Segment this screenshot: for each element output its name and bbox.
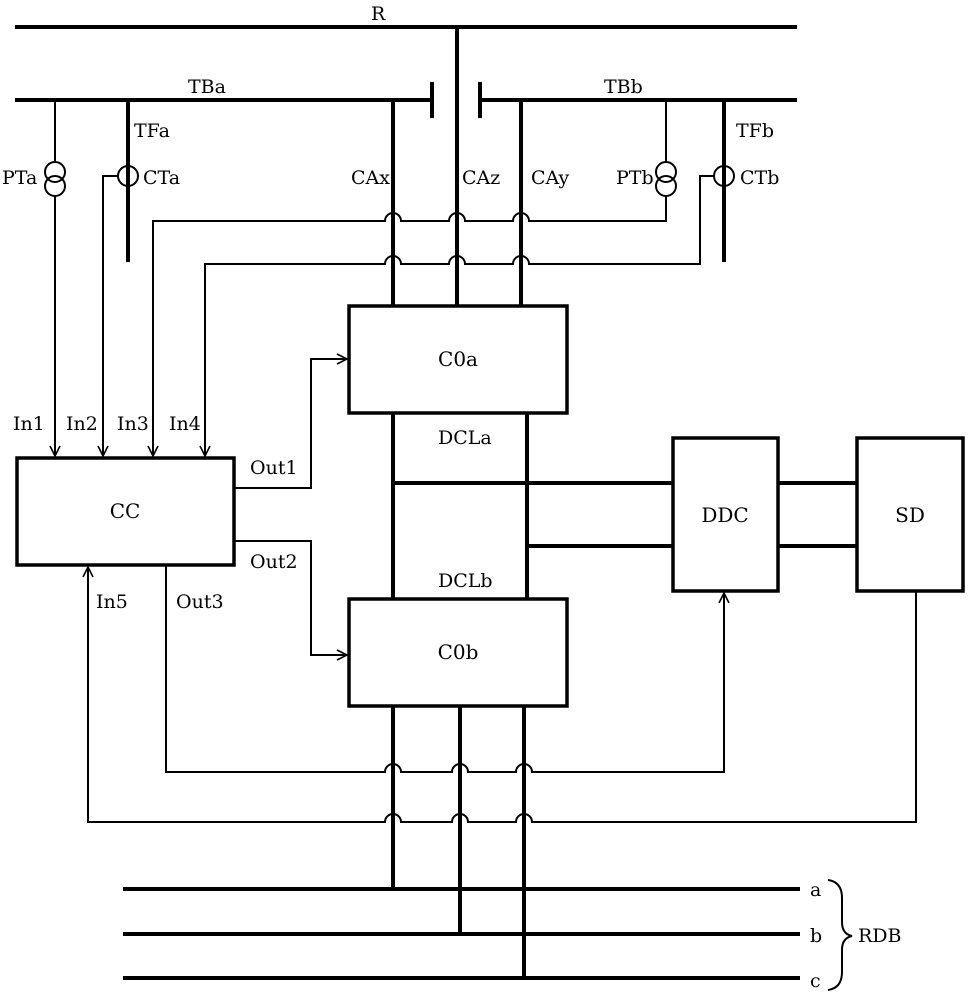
ctb-label: CTb bbox=[740, 167, 779, 189]
in1-label: In1 bbox=[13, 413, 45, 435]
out1-label: Out1 bbox=[250, 457, 298, 479]
ptb-coil-bottom bbox=[656, 176, 676, 196]
in2-label: In2 bbox=[66, 413, 98, 435]
in5-label: In5 bbox=[96, 591, 128, 613]
tfa-label: TFa bbox=[134, 120, 170, 142]
block-cc-label: CC bbox=[110, 499, 141, 523]
dcla-label: DCLa bbox=[438, 427, 492, 449]
caz-label: CAz bbox=[462, 167, 500, 189]
block-c0b-label: C0b bbox=[438, 640, 479, 664]
in3-label: In3 bbox=[117, 413, 149, 435]
wire-cta-in2 bbox=[103, 176, 118, 456]
cax-label: CAx bbox=[351, 167, 390, 189]
cay-label: CAy bbox=[531, 167, 569, 189]
tfb-label: TFb bbox=[736, 120, 774, 142]
out3-label: Out3 bbox=[176, 591, 224, 613]
rdb-line-c-label: c bbox=[810, 970, 821, 992]
rdb-line-a-label: a bbox=[810, 879, 821, 901]
block-c0a-label: C0a bbox=[438, 347, 478, 371]
rdb-label: RDB bbox=[858, 925, 902, 947]
rdb-line-b-label: b bbox=[810, 925, 822, 947]
out2-label: Out2 bbox=[250, 551, 298, 573]
pta-coil-bottom bbox=[45, 176, 65, 196]
pta-label: PTa bbox=[2, 167, 37, 189]
cta-label: CTa bbox=[143, 167, 180, 189]
in4-label: In4 bbox=[169, 413, 201, 435]
ptb-label: PTb bbox=[616, 167, 654, 189]
block-sd-label: SD bbox=[895, 503, 925, 527]
rdb-brace bbox=[828, 880, 852, 990]
dclb-label: DCLb bbox=[438, 570, 493, 592]
bus-tbb-label: TBb bbox=[604, 76, 643, 98]
bus-tba-label: TBa bbox=[188, 76, 226, 98]
bus-r-label: R bbox=[371, 3, 386, 25]
block-ddc-label: DDC bbox=[701, 503, 748, 527]
